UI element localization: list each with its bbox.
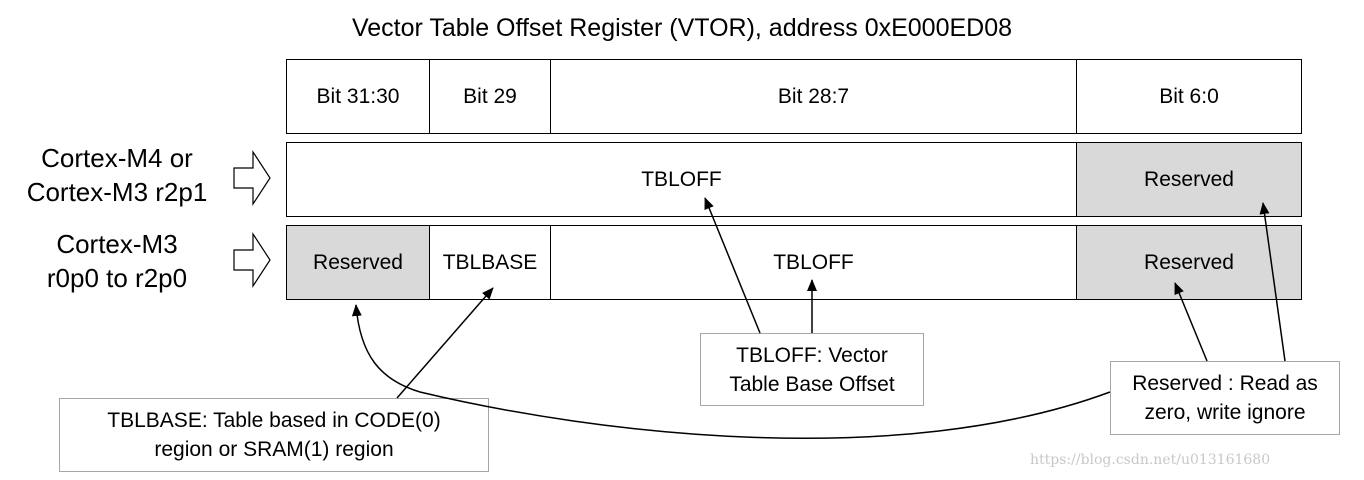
- m3-reserved-field-high: Reserved: [286, 225, 430, 300]
- row-label-m4-line2: Cortex-M3 r2p1: [26, 177, 208, 207]
- header-bit-6-0: Bit 6:0: [1076, 59, 1302, 134]
- note-reserved: Reserved : Read as zero, write ignore: [1110, 361, 1340, 435]
- arrow-note-to-m4-tbloff: [704, 197, 761, 334]
- note-tblbase-line2: region or SRAM(1) region: [154, 438, 394, 461]
- row-label-m4: Cortex-M4 or Cortex-M3 r2p1: [0, 141, 234, 209]
- diagram-title: Vector Table Offset Register (VTOR), add…: [351, 14, 1013, 42]
- note-tbloff-line1: TBLOFF: Vector: [736, 343, 888, 367]
- note-tbloff: TBLOFF: Vector Table Base Offset: [700, 333, 924, 406]
- header-bit-31-30: Bit 31:30: [286, 59, 430, 134]
- row-label-m3: Cortex-M3 r0p0 to r2p0: [0, 227, 234, 295]
- header-bit-28-7: Bit 28:7: [550, 59, 1077, 134]
- note-reserved-line2: zero, write ignore: [1144, 401, 1306, 424]
- watermark: https://blog.csdn.net/u013161680: [1030, 452, 1271, 468]
- block-arrow-m3: [233, 231, 271, 289]
- row-label-m3-line2: r0p0 to r2p0: [46, 263, 188, 293]
- note-reserved-line1: Reserved : Read as: [1132, 372, 1318, 395]
- arrow-note-to-m4-reserved: [1259, 202, 1286, 362]
- arrow-note-to-m3-tblbase: [396, 287, 494, 399]
- note-tblbase: TBLBASE: Table based in CODE(0) region o…: [59, 398, 489, 472]
- row-label-m4-line1: Cortex-M4 or: [41, 143, 193, 173]
- m3-reserved-field-low: Reserved: [1076, 225, 1302, 300]
- block-arrow-m4: [233, 149, 271, 207]
- m4-tbloff-field: TBLOFF: [286, 142, 1077, 217]
- row-label-m3-line1: Cortex-M3: [56, 229, 178, 259]
- curve-note-to-m3-reserved-high: [351, 304, 1111, 440]
- arrow-note-to-m3-reserved: [1174, 282, 1208, 362]
- note-tblbase-line1: TBLBASE: Table based in CODE(0): [107, 409, 441, 432]
- note-tbloff-line2: Table Base Offset: [729, 372, 895, 396]
